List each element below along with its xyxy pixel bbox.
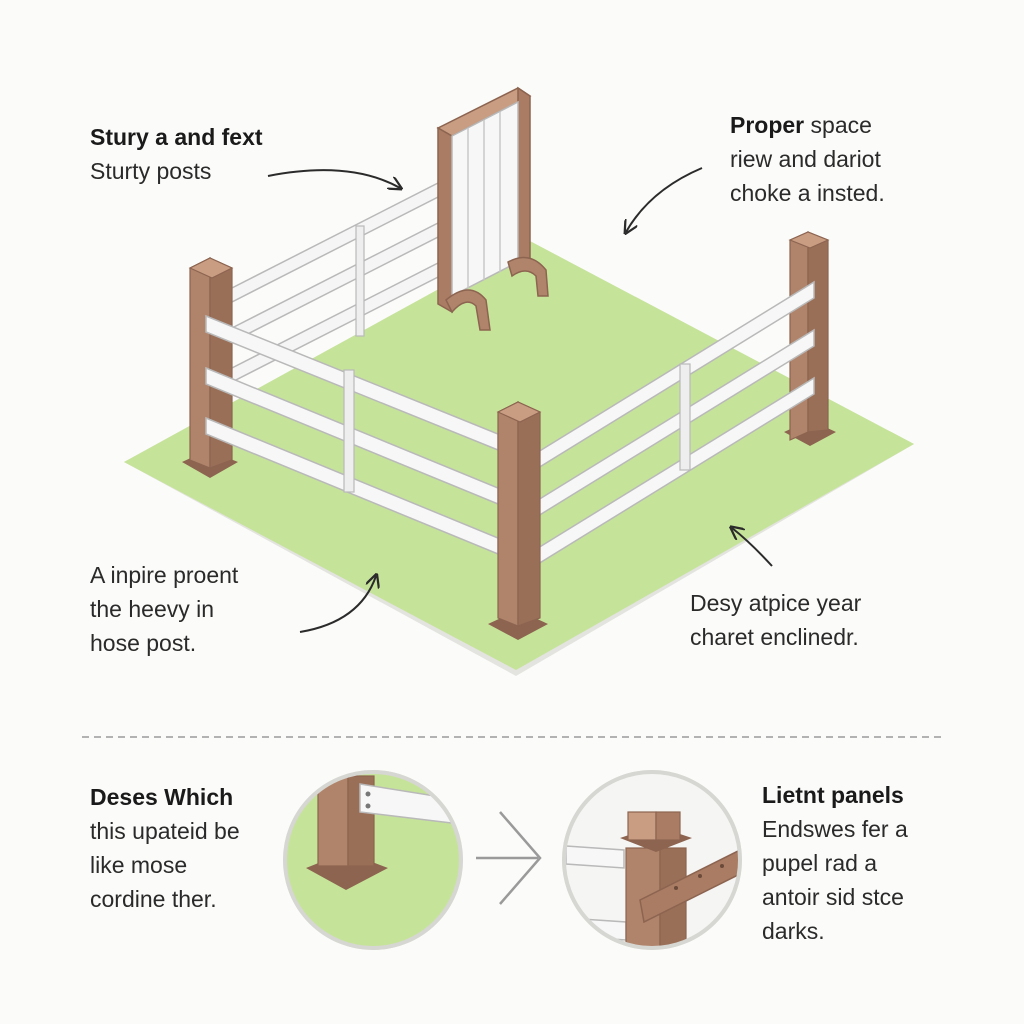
callout-bottom-left-title: Deses Which (90, 784, 234, 810)
front-right-fence (537, 280, 815, 566)
front-left-fence (205, 314, 499, 556)
callout-top-right-line-2: choke a insted. (730, 180, 885, 206)
callout-mid-left: A inpire proent the heevy in hose post. (90, 558, 238, 660)
callout-top-left: Stury a and fext Sturty posts (90, 120, 263, 188)
callout-bottom-right-line-4: darks. (762, 918, 825, 944)
detail-circle-post-cap (562, 770, 742, 950)
callout-bottom-right-title: Lietnt panels (762, 782, 904, 808)
callout-top-right-line-1: riew and dariot (730, 146, 881, 172)
post-left (182, 257, 238, 478)
callout-mid-left-line-2: the heevy in (90, 596, 215, 622)
callout-bottom-left-line-2: like mose (90, 852, 188, 878)
arrow-mid-left-icon (299, 576, 376, 633)
callout-top-left-line-1: Sturty posts (90, 158, 212, 184)
callout-bottom-left: Deses Which this upateid be like mose co… (90, 780, 240, 916)
callout-top-right-title-rest: space (804, 112, 872, 138)
callout-bottom-right: Lietnt panels Endswes fer a pupel rad a … (762, 778, 908, 948)
callout-mid-right-line-2: charet enclinedr. (690, 624, 859, 650)
callout-top-right: Proper space riew and dariot choke a ins… (730, 108, 885, 210)
callout-bottom-right-line-2: pupel rad a (762, 850, 878, 876)
callout-mid-right: Desy atpice year charet enclinedr. (690, 586, 861, 654)
gate-panel (436, 86, 549, 331)
callout-top-right-title: Proper (730, 112, 805, 138)
arrow-mid-right-icon (732, 528, 773, 567)
post-front-corner (488, 401, 548, 640)
callout-bottom-left-line-3: cordine ther. (90, 886, 217, 912)
detail-circle-post-base (283, 770, 463, 950)
callout-mid-left-line-3: hose post. (90, 630, 197, 656)
callout-bottom-right-line-3: antoir sid stce (762, 884, 904, 910)
callout-bottom-left-line-1: this upateid be (90, 818, 240, 844)
callout-top-left-title: Stury a and fext (90, 124, 263, 150)
callout-mid-right-line-1: Desy atpice year (690, 590, 862, 616)
callout-mid-left-line-1: A inpire proent (90, 562, 239, 588)
arrow-top-left-icon (267, 169, 400, 188)
callout-bottom-right-line-1: Endswes fer a (762, 816, 908, 842)
transition-arrow-icon (476, 811, 542, 905)
arrow-top-right-icon (626, 167, 703, 232)
